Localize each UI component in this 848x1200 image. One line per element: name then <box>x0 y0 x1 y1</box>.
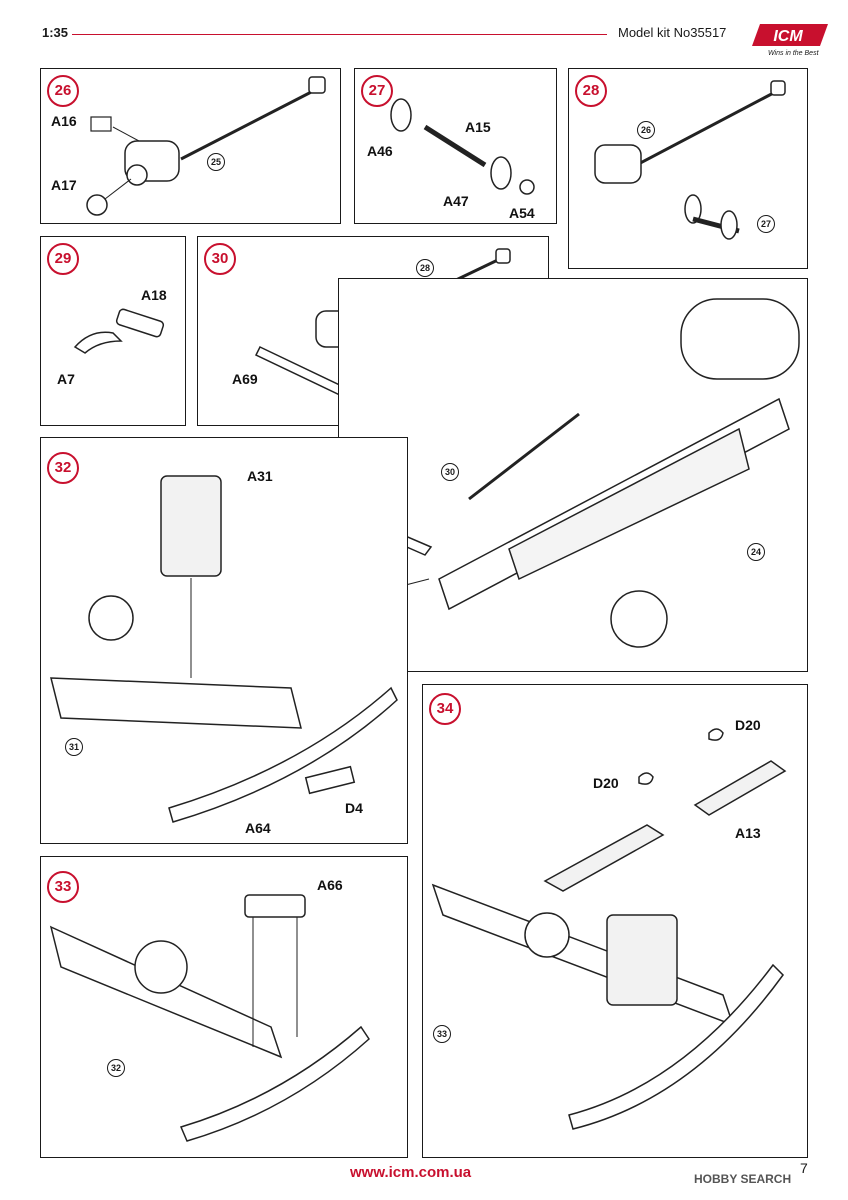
page-number: 7 <box>800 1160 808 1176</box>
scale-label: 1:35 <box>42 25 69 40</box>
step-ref-badge: 24 <box>747 543 765 561</box>
bracket-drawing <box>73 308 165 354</box>
towing-bracket-drawing <box>49 894 370 1142</box>
part-label: A69 <box>232 371 258 387</box>
part-label: D4 <box>345 800 363 816</box>
step-29-panel: 29 A18 A7 <box>40 236 186 426</box>
header-rule <box>72 34 607 35</box>
step-ref-badge: 25 <box>207 153 225 171</box>
part-label: A46 <box>367 143 393 159</box>
radiator-bumper-drawing <box>50 475 398 823</box>
step-27-panel: 27 A46 A15 A47 A54 <box>354 68 557 224</box>
part-label: A47 <box>443 193 469 209</box>
chassis-rear-drawing <box>341 298 800 648</box>
wheel-hub-drawing <box>390 98 535 195</box>
step-33-panel: 33 A66 32 <box>40 856 408 1158</box>
part-label: A13 <box>735 825 761 841</box>
part-label: A54 <box>509 205 535 221</box>
step-number: 30 <box>204 243 236 275</box>
svg-text:ICM: ICM <box>773 28 803 45</box>
step-number: 32 <box>47 452 79 484</box>
step-number: 27 <box>361 75 393 107</box>
step-number: 28 <box>575 75 607 107</box>
part-label: A31 <box>247 468 273 484</box>
step-plate-drawing <box>431 728 787 1130</box>
step-ref-badge: 26 <box>637 121 655 139</box>
part-label: A18 <box>141 287 167 303</box>
step-number: 34 <box>429 693 461 725</box>
step-26-panel: 26 A16 A17 25 <box>40 68 341 224</box>
part-label: A66 <box>317 877 343 893</box>
part-label: A16 <box>51 113 77 129</box>
watermark: HOBBY SEARCH <box>694 1172 792 1186</box>
part-label: D20 <box>593 775 619 791</box>
step-ref-badge: 33 <box>433 1025 451 1043</box>
kit-number: Model kit No35517 <box>618 25 727 40</box>
step-ref-badge: 32 <box>107 1059 125 1077</box>
part-label: A64 <box>245 820 271 836</box>
step-number: 29 <box>47 243 79 275</box>
step-31-panel: 31 30 24 <box>338 278 808 672</box>
step-ref-badge: 31 <box>65 738 83 756</box>
step-28-panel: 28 26 27 <box>568 68 808 269</box>
step-ref-badge: 27 <box>757 215 775 233</box>
icm-logo-icon: ICM <box>752 24 828 46</box>
part-label: A7 <box>57 371 75 387</box>
step-number: 33 <box>47 871 79 903</box>
step-ref-badge: 28 <box>416 259 434 277</box>
part-label: A15 <box>465 119 491 135</box>
step-34-panel: 34 D20 D20 A13 33 <box>422 684 808 1158</box>
brand-tagline: Wins in the Best <box>768 50 819 57</box>
part-label: D20 <box>735 717 761 733</box>
step-ref-badge: 30 <box>441 463 459 481</box>
part-label: A17 <box>51 177 77 193</box>
axle-housing-drawing <box>86 76 326 216</box>
step-number: 26 <box>47 75 79 107</box>
axle-assembly-drawing <box>594 80 786 240</box>
step-32-panel: 32 A31 D4 A64 31 <box>40 437 408 844</box>
footer-url: www.icm.com.ua <box>350 1164 472 1181</box>
